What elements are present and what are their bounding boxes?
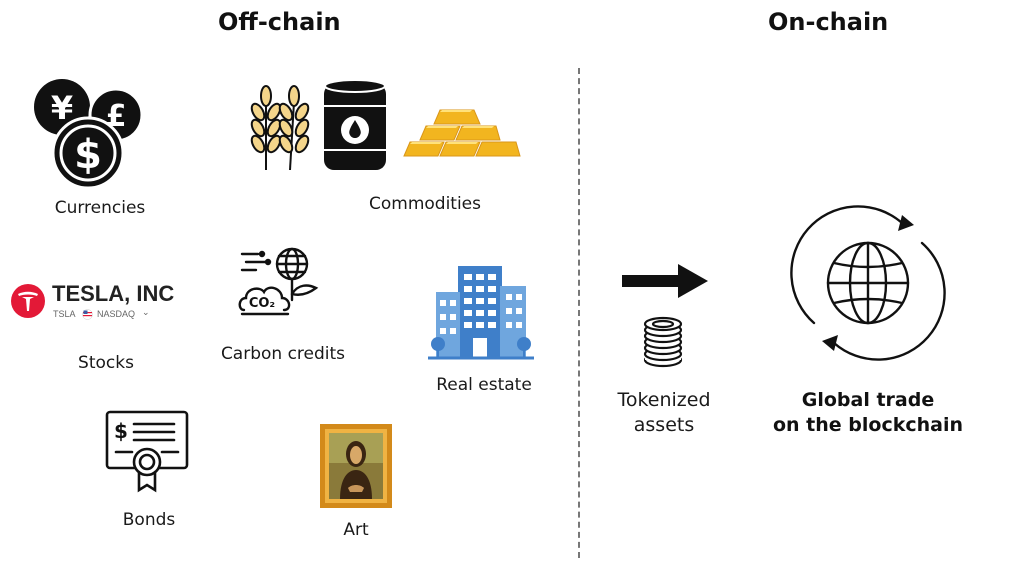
tesla-name: TESLA, INC — [52, 281, 175, 306]
svg-text:$: $ — [74, 132, 102, 178]
global-trade-line2: on the blockchain — [772, 414, 964, 436]
currencies-label: Currencies — [54, 198, 146, 218]
off-chain-heading: Off-chain — [218, 8, 341, 36]
commodities-label: Commodities — [368, 194, 481, 214]
building-icon — [428, 266, 534, 360]
tokenized-label-line2: assets — [633, 414, 695, 436]
real-estate-label: Real estate — [436, 375, 532, 395]
wheat-icon — [250, 85, 310, 171]
global-trade-line1: Global trade — [801, 389, 935, 411]
arrow-right-icon — [622, 264, 708, 298]
svg-text:¥: ¥ — [51, 89, 73, 127]
svg-text:$: $ — [114, 419, 128, 443]
bonds-label: Bonds — [122, 510, 176, 530]
on-chain-heading: On-chain — [768, 8, 889, 36]
carbon-credits-label: Carbon credits — [220, 344, 346, 364]
coin-stack-icon — [643, 316, 683, 368]
art-label: Art — [343, 520, 369, 540]
stocks-label: Stocks — [78, 353, 134, 373]
tesla-logo-icon — [11, 284, 45, 318]
divider — [578, 68, 580, 558]
tesla-chevron-icon: ⌄ — [142, 307, 150, 317]
us-flag-icon — [82, 309, 93, 320]
gold-bars-icon — [403, 109, 521, 157]
globe-cycle-icon — [790, 205, 946, 361]
tokenized-label-line1: Tokenized — [617, 389, 711, 411]
art-frame-icon — [320, 424, 392, 508]
currency-coins-icon: ¥ £ $ — [34, 79, 144, 190]
bond-certificate-icon: $ — [105, 410, 189, 493]
oil-barrel-icon — [324, 79, 386, 170]
tesla-ticker: TSLA — [53, 309, 76, 319]
svg-text:CO₂: CO₂ — [249, 296, 275, 311]
carbon-co2-icon: CO₂ — [238, 247, 319, 316]
tesla-exchange: NASDAQ — [97, 309, 136, 319]
